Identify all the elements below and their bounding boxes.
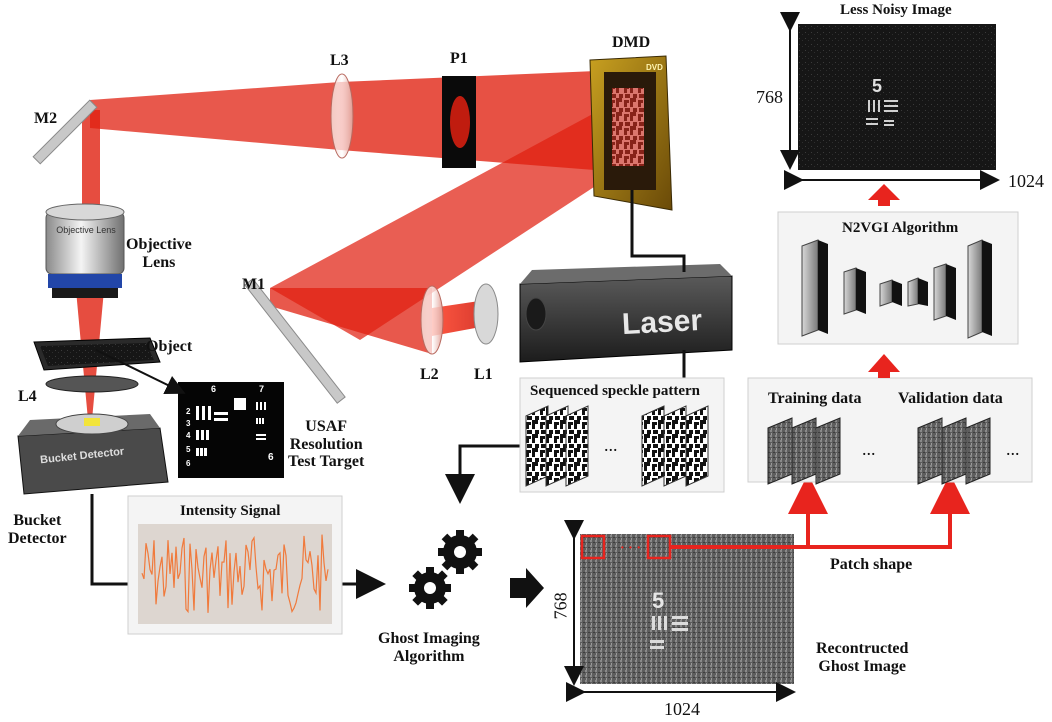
dim-768-bottom: 768 (550, 592, 571, 620)
usaf-number: 7 (259, 384, 265, 394)
dim-1024-bottom: 1024 (664, 699, 700, 719)
gear-tooth (442, 584, 451, 592)
lens-l3 (330, 73, 354, 159)
gear-tooth (435, 593, 448, 606)
gear-tooth (412, 593, 425, 606)
validation-ellipsis: ... (1006, 439, 1020, 459)
bucket-detector (17, 413, 169, 495)
network-blocks (801, 239, 992, 339)
gear-tooth (409, 584, 418, 592)
usaf-number: 6 (186, 459, 191, 468)
dim-768-top: 768 (756, 87, 783, 107)
label-intensity-signal: Intensity Signal (180, 503, 281, 519)
label-less-noisy: Less Noisy Image (840, 2, 952, 18)
dmd-laser-connector (630, 190, 686, 272)
label-sequenced-speckle: Sequenced speckle pattern (530, 383, 700, 399)
label-m1: M1 (242, 276, 266, 293)
mirror-m1 (244, 278, 346, 404)
speckle-to-ghost-arrow (445, 444, 520, 504)
usaf-number: 4 (186, 431, 191, 440)
usaf-target (178, 382, 284, 478)
usaf-number: 6 (268, 452, 274, 463)
label-l4: L4 (18, 388, 37, 405)
laser-box (519, 264, 733, 363)
usaf-number: 3 (186, 419, 191, 428)
speckle-pattern-panel (519, 377, 725, 493)
label-patch-shape: Patch shape (830, 556, 913, 573)
usaf-number: 6 (211, 384, 217, 394)
gear-tooth (466, 558, 479, 571)
speckle-ellipsis: ... (604, 435, 618, 455)
label-p1: P1 (450, 50, 468, 67)
label-training-data: Training data (768, 390, 862, 407)
intensity-signal-panel (127, 495, 343, 635)
pinhole-p1 (442, 76, 476, 168)
label-bucket-detector: Bucket Detector (8, 512, 67, 547)
dmd-device: DVD (589, 55, 673, 211)
detector-signal-connector (90, 494, 128, 586)
usaf-number: 5 (186, 445, 191, 454)
objective-lens (45, 203, 125, 298)
label-l1: L1 (474, 366, 493, 383)
gear-tooth (426, 600, 434, 609)
lens-l1 (473, 283, 499, 345)
lens-l2 (420, 285, 444, 355)
gear-tooth (456, 565, 464, 574)
label-dmd: DMD (612, 34, 651, 51)
ghost-to-recon-arrow (510, 568, 544, 608)
label-validation-data: Validation data (898, 390, 1003, 407)
mirror-m2 (32, 99, 98, 165)
gear-tooth (412, 570, 425, 583)
red-up-arrow-1 (868, 354, 900, 372)
red-up-arrow-2 (868, 184, 900, 200)
gear-tooth (441, 533, 454, 546)
gear-tooth (435, 570, 448, 583)
svg-text:5: 5 (872, 76, 882, 96)
label-usaf-target: USAF Resolution Test Target (288, 418, 365, 471)
label-l2: L2 (420, 366, 439, 383)
training-validation-panel (747, 377, 1033, 485)
objective-lens-engraving: Objective Lens (56, 225, 116, 235)
reconstructed-ghost-image: 5 (580, 534, 794, 684)
speckle-frames-left (525, 405, 589, 487)
label-object: Object (146, 338, 193, 355)
object-to-target-arrow (95, 349, 186, 394)
laser-box-text: Laser (621, 303, 703, 342)
dim-1024-top: 1024 (1008, 171, 1044, 191)
label-reconstructed-image: Recontructed Ghost Image (816, 640, 909, 675)
svg-text:DVD: DVD (646, 63, 663, 72)
object-plate (33, 337, 161, 393)
label-objective-lens: Objective Lens (126, 236, 192, 271)
gear-icon (409, 530, 482, 609)
label-l3: L3 (330, 52, 349, 69)
svg-text:· · ·: · · · (620, 541, 641, 556)
gear-tooth (466, 533, 479, 546)
label-m2: M2 (34, 110, 58, 127)
n2vgi-panel (777, 211, 1019, 345)
gear-tooth (441, 558, 454, 571)
gear-tooth (456, 530, 464, 539)
gear-tooth (438, 548, 447, 556)
less-noisy-image: 5 (798, 24, 996, 170)
speckle-frames-right (641, 405, 709, 487)
label-ghost-algorithm: Ghost Imaging Algorithm (378, 630, 480, 665)
patch-connectors (670, 474, 970, 549)
usaf-number: 2 (186, 407, 191, 416)
training-ellipsis: ... (862, 439, 876, 459)
gear-tooth (473, 548, 482, 556)
gear-tooth (426, 567, 434, 576)
svg-text:5: 5 (652, 588, 664, 613)
label-n2vgi: N2VGI Algorithm (842, 220, 959, 236)
laser-beams (76, 70, 620, 420)
